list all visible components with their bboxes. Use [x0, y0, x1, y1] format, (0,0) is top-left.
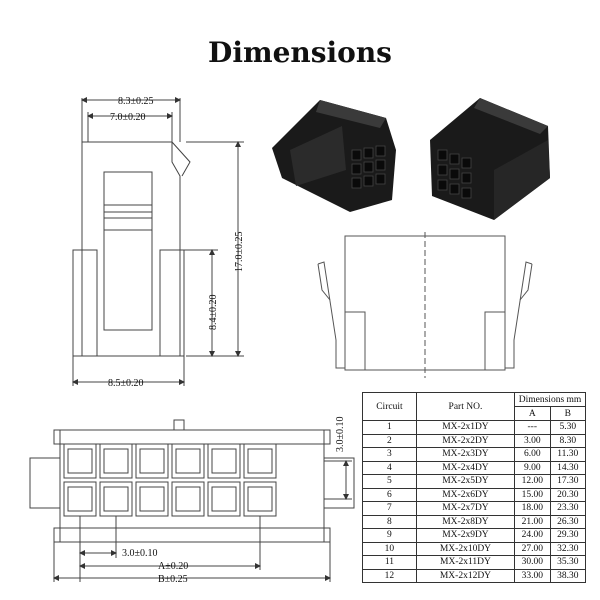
cell-a: 3.00	[514, 433, 551, 448]
dim-height: 17.0±0.25	[234, 232, 245, 273]
cell-part-no: MX-2x10DY	[415, 541, 516, 556]
cell-circuit: 9	[362, 528, 417, 543]
cell-b: 38.30	[549, 568, 586, 583]
cell-b: 35.30	[549, 555, 586, 570]
header-dimensions: Dimensions mm	[514, 392, 586, 407]
cell-part-no: MX-2x11DY	[415, 555, 516, 570]
cell-circuit: 2	[362, 433, 417, 448]
front-view	[29, 419, 355, 582]
cell-a: 30.00	[514, 555, 551, 570]
dim-a: A±0.20	[158, 561, 188, 572]
cell-part-no: MX-2x8DY	[415, 514, 516, 529]
dim-b: B±0.25	[158, 574, 188, 585]
cell-circuit: 8	[362, 514, 417, 529]
cell-part-no: MX-2x9DY	[415, 528, 516, 543]
cell-circuit: 5	[362, 474, 417, 489]
cell-circuit: 6	[362, 487, 417, 502]
cell-part-no: MX-2x1DY	[415, 420, 516, 435]
cell-b: 14.30	[549, 460, 586, 475]
cell-a: 9.00	[514, 460, 551, 475]
cell-a: 33.00	[514, 568, 551, 583]
cell-a: 24.00	[514, 528, 551, 543]
connector-3d-right	[430, 98, 550, 220]
cell-b: 26.30	[549, 514, 586, 529]
cell-part-no: MX-2x2DY	[415, 433, 516, 448]
dim-latch-height: 8.4±0.20	[208, 295, 219, 331]
dim-top-inner: 7.0±0.20	[110, 112, 146, 123]
cell-circuit: 11	[362, 555, 417, 570]
cavity-grid	[63, 443, 277, 517]
cell-a: 12.00	[514, 474, 551, 489]
cell-b: 20.30	[549, 487, 586, 502]
header-b: B	[549, 406, 586, 421]
header-part-no: Part NO.	[415, 392, 516, 421]
header-a: A	[514, 406, 551, 421]
page-title: Dimensions	[208, 36, 392, 69]
side-view	[72, 97, 244, 386]
cell-circuit: 1	[362, 420, 417, 435]
cell-part-no: MX-2x3DY	[415, 447, 516, 462]
top-outline-view	[317, 232, 533, 378]
cell-circuit: 7	[362, 501, 417, 516]
cell-circuit: 4	[362, 460, 417, 475]
cell-a: 15.00	[514, 487, 551, 502]
cell-part-no: MX-2x12DY	[415, 568, 516, 583]
cell-circuit: 12	[362, 568, 417, 583]
connector-3d-left	[272, 100, 396, 212]
dim-top-outer: 8.3±0.25	[118, 96, 154, 107]
header-circuit: Circuit	[362, 392, 417, 421]
cell-a: 6.00	[514, 447, 551, 462]
cell-b: 23.30	[549, 501, 586, 516]
cell-part-no: MX-2x4DY	[415, 460, 516, 475]
cell-part-no: MX-2x7DY	[415, 501, 516, 516]
dim-bottom-width: 8.5±0.20	[108, 378, 144, 389]
dim-pitch: 3.0±0.10	[122, 548, 158, 559]
cell-a: 21.00	[514, 514, 551, 529]
cell-b: 29.30	[549, 528, 586, 543]
cell-circuit: 3	[362, 447, 417, 462]
cell-a: 27.00	[514, 541, 551, 556]
cell-a: 18.00	[514, 501, 551, 516]
cell-a: ---	[514, 420, 551, 435]
cell-circuit: 10	[362, 541, 417, 556]
cell-b: 17.30	[549, 474, 586, 489]
cell-b: 11.30	[549, 447, 586, 462]
cell-b: 8.30	[549, 433, 586, 448]
cell-part-no: MX-2x5DY	[415, 474, 516, 489]
cell-b: 32.30	[549, 541, 586, 556]
cell-part-no: MX-2x6DY	[415, 487, 516, 502]
cell-b: 5.30	[549, 420, 586, 435]
dim-row-pitch: 3.0±0.10	[335, 417, 346, 453]
